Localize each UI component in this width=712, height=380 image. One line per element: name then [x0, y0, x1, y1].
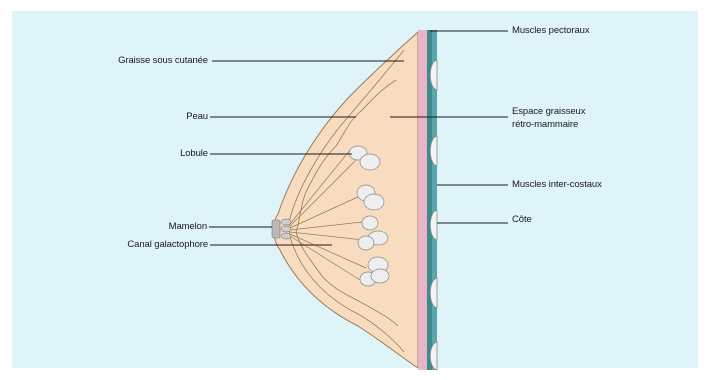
- label-muscles-pectoraux: Muscles pectoraux: [512, 25, 590, 37]
- label-graisse-sous-cutanee: Graisse sous cutanée: [118, 55, 208, 67]
- label-espace-graisseux-line1: Espace graisseux: [512, 106, 585, 118]
- label-muscles-inter-costaux: Muscles inter-costaux: [512, 179, 602, 191]
- lobule-4: [364, 194, 384, 210]
- breast-tissue: [274, 32, 418, 368]
- label-cote: Côte: [512, 214, 532, 226]
- lobule-2: [360, 154, 380, 170]
- label-peau: Peau: [186, 111, 208, 123]
- lobule-5: [362, 216, 378, 230]
- nipple: [272, 219, 291, 239]
- label-lobule: Lobule: [180, 148, 208, 160]
- lobule-10: [371, 269, 389, 283]
- retro-mammary-fat-layer: [418, 30, 427, 370]
- label-canal-galactophore: Canal galactophore: [127, 239, 208, 251]
- lobule-7: [358, 236, 374, 250]
- label-espace-graisseux-line2: rétro-mammaire: [512, 119, 578, 131]
- label-mamelon: Mamelon: [169, 221, 207, 233]
